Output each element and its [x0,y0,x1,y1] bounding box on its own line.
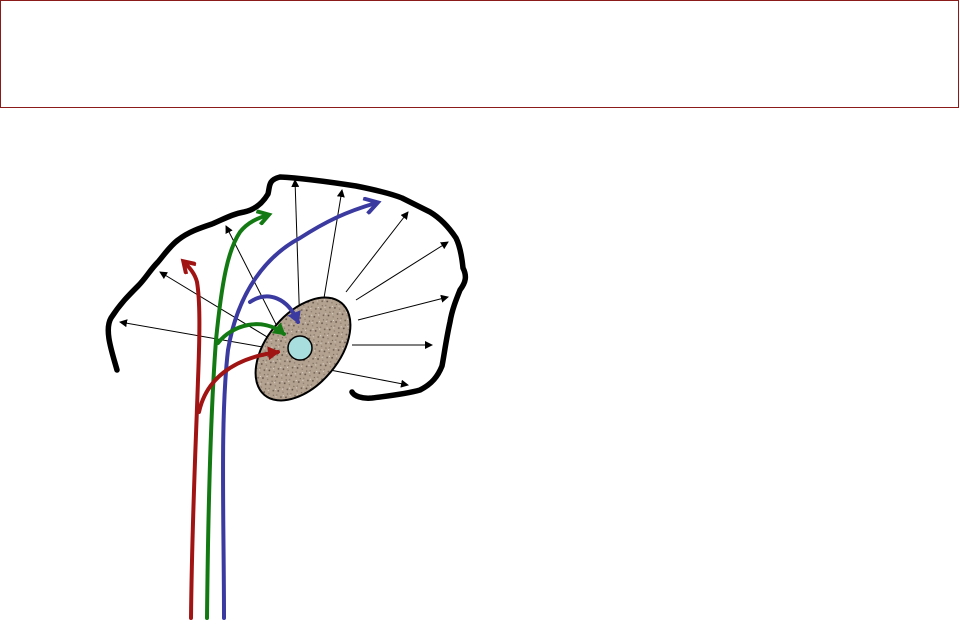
green-pathway-main [205,215,268,620]
blue-pathway [221,203,376,620]
projection-arrow-right-high [355,241,449,301]
red-pathway-branch [197,346,280,414]
center-circle [287,335,313,361]
green-pathway [205,215,286,620]
projection-arrow-lower-right [329,369,409,388]
red-pathway [184,262,280,620]
brain-outline [105,174,469,401]
radial-projection-arrows [119,179,449,388]
blue-pathway-main [221,203,376,620]
projection-arrow-upper-right [345,211,409,293]
projection-arrow-top-right [321,189,345,311]
red-pathway-main [184,262,202,620]
title-box [0,0,959,108]
projection-arrow-right [357,294,449,321]
blue-pathway-branch [248,294,301,324]
green-pathway-branch [216,322,286,345]
